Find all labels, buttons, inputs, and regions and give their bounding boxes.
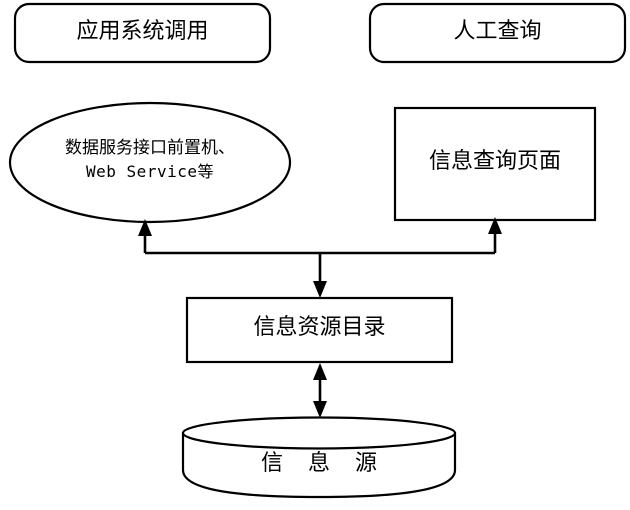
node-data-service-label: 数据服务接口前置机、 Web Service等	[10, 138, 290, 182]
node-query-page-label: 信息查询页面	[428, 149, 561, 174]
node-data-service-label-line2: Web Service等	[86, 161, 214, 181]
node-manual-query-label: 人工查询	[453, 19, 542, 44]
arrowhead-to-query-page	[488, 217, 502, 234]
arrowhead-down-to-info-source	[313, 401, 327, 418]
node-data-service-shape[interactable]	[8, 101, 292, 224]
node-query-page-shape[interactable]	[393, 106, 597, 222]
node-info-source-label: 信 息 源	[261, 451, 386, 476]
arrowhead-to-data-service	[138, 219, 152, 236]
node-app-call-label: 应用系统调用	[76, 19, 209, 44]
node-data-service-label-line1: 数据服务接口前置机、	[65, 138, 235, 158]
node-manual-query-shape[interactable]	[368, 2, 627, 64]
node-info-source-body[interactable]	[181, 431, 457, 499]
node-resource-catalog-shape[interactable]	[185, 296, 454, 364]
node-app-call-shape[interactable]	[13, 2, 272, 64]
arrowhead-to-resource-catalog	[313, 281, 327, 298]
node-resource-catalog-label: 信息资源目录	[253, 315, 386, 340]
node-info-source-top	[181, 416, 457, 450]
arrowhead-up-to-resource-catalog	[313, 363, 327, 380]
